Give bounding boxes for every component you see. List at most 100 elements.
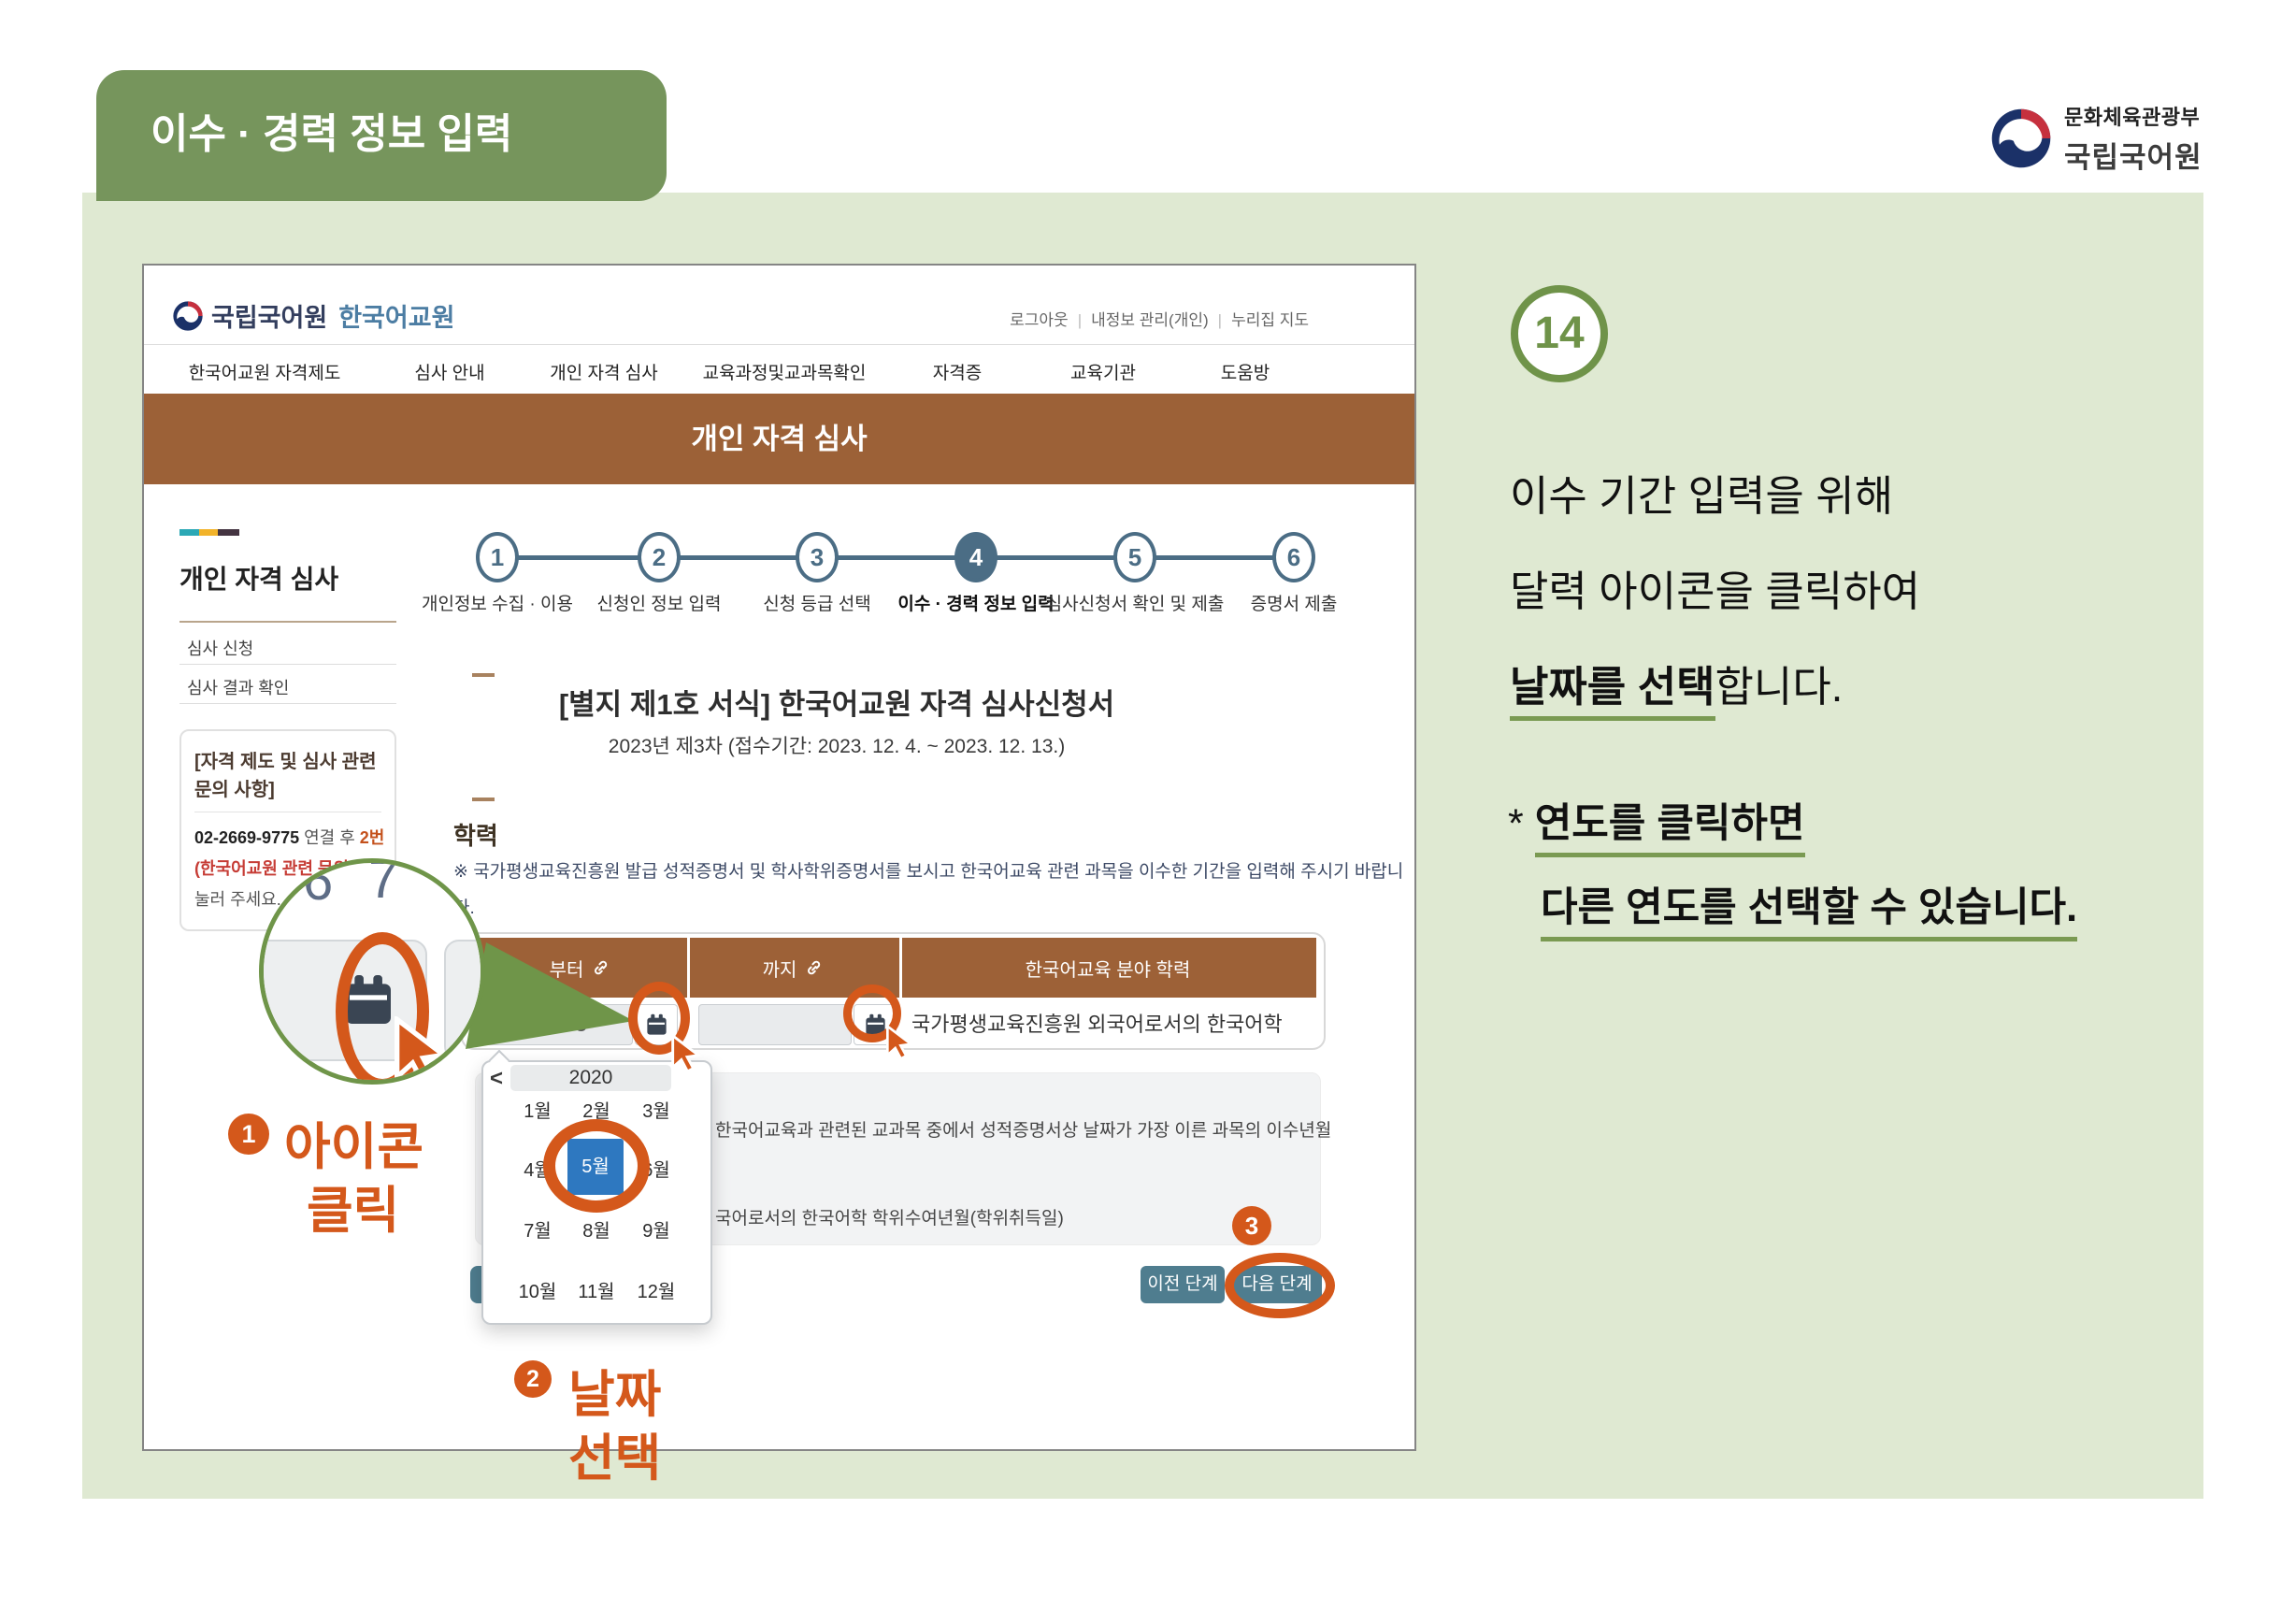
date-to-input[interactable] — [698, 1004, 852, 1045]
divider — [179, 621, 396, 623]
sidebar-item-apply[interactable]: 심사 신청 — [187, 640, 254, 658]
column-divider — [687, 938, 690, 998]
ring-selected-month — [543, 1119, 650, 1213]
magnifier-circle: 6 7 — [259, 858, 485, 1085]
note-line-4: * 연도를 클릭하면 — [1508, 791, 1805, 857]
annotation-2-badge: 2 — [514, 1360, 552, 1398]
step-6: 6 — [1272, 532, 1315, 582]
utility-links: 로그아웃|내정보 관리(개인)|누리집 지도 — [1010, 311, 1309, 329]
step-4-active: 4 — [954, 532, 997, 582]
column-divider — [899, 938, 902, 998]
gov-ministry: 문화체육관광부 — [2064, 106, 2201, 129]
col-header-to: 까지 — [763, 938, 824, 998]
step-1: 1 — [476, 532, 519, 582]
step-5: 5 — [1113, 532, 1156, 582]
gov-logo: 문화체육관광부 국립국어원 — [1989, 101, 2203, 176]
cursor-icon — [671, 1034, 702, 1073]
sidebar-item-result[interactable]: 심사 결과 확인 — [187, 679, 290, 697]
cursor-icon — [886, 1025, 914, 1061]
nav-item-4[interactable]: 교육과정및교과목확인 — [702, 364, 867, 383]
step-2-label: 신청인 정보 입력 — [596, 595, 722, 614]
logout-link[interactable]: 로그아웃 — [1010, 311, 1069, 329]
nav-item-5[interactable]: 자격증 — [932, 364, 983, 383]
nav-item-3[interactable]: 개인 자격 심사 — [550, 364, 658, 383]
annotation-1-text2: 클릭 — [307, 1183, 400, 1239]
decorative-dash — [472, 673, 495, 677]
magnified-input — [444, 940, 481, 1061]
header-divider — [144, 344, 1414, 345]
annotation-2-text: 날짜 — [568, 1367, 662, 1423]
month-mar[interactable]: 3월 — [642, 1101, 670, 1122]
tricolor-bar — [179, 529, 239, 536]
nav-item-2[interactable]: 심사 안내 — [414, 364, 485, 383]
month-sep[interactable]: 9월 — [642, 1221, 670, 1242]
hint-to: 국어로서의 한국어학 학위수여년월(학위취득일) — [715, 1209, 1064, 1229]
month-aug[interactable]: 8월 — [582, 1221, 610, 1242]
page-banner: 개인 자격 심사 — [144, 394, 1414, 484]
magnified-day-7: 7 — [368, 858, 399, 910]
site-logo[interactable]: 국립국어원 한국어교원 — [172, 297, 454, 334]
site-taegeuk-icon — [173, 300, 203, 331]
education-row-text: 국가평생교육진흥원 외국어로서의 한국어학 — [911, 1013, 1283, 1036]
page-title: 이수 · 경력 정보 입력 — [96, 70, 667, 201]
note-line-3: 날짜를 선택합니다. — [1510, 653, 1843, 721]
form-title: [별지 제1호 서식] 한국어교원 자격 심사신청서 — [558, 688, 1115, 721]
site-name: 국립국어원 — [211, 304, 328, 332]
info-tail: 눌러 주세요. — [194, 890, 281, 909]
nav-item-7[interactable]: 도움방 — [1220, 364, 1270, 383]
col-header-from: 부터 — [550, 938, 610, 998]
magnifier-wedge — [466, 942, 634, 1049]
year-selector[interactable]: 2020 — [510, 1065, 671, 1091]
taegeuk-icon — [1991, 108, 2051, 168]
note-line-5: 다른 연도를 선택할 수 있습니다. — [1541, 875, 2078, 941]
step-3: 3 — [796, 532, 839, 582]
step-1-label: 개인정보 수집 · 이용 — [421, 595, 573, 614]
myinfo-link[interactable]: 내정보 관리(개인) — [1091, 311, 1209, 329]
step-4-label: 이수 · 경력 정보 입력 — [897, 595, 1055, 614]
month-oct[interactable]: 10월 — [518, 1282, 557, 1302]
divider — [179, 664, 396, 665]
info-title-2: 문의 사항] — [194, 780, 275, 800]
prev-step-button[interactable]: 이전 단계 — [1141, 1266, 1225, 1303]
col-header-field: 한국어교육 분야 학력 — [1025, 959, 1191, 981]
form-subtitle: 2023년 제3차 (접수기간: 2023. 12. 4. ~ 2023. 12… — [608, 736, 1066, 757]
magnified-cursor-icon — [395, 1016, 451, 1080]
annotation-1-text: 아이콘 — [284, 1119, 424, 1175]
magnified-day-6: 6 — [303, 858, 334, 912]
month-feb[interactable]: 2월 — [582, 1101, 610, 1122]
month-nov[interactable]: 11월 — [578, 1282, 615, 1302]
step-3-label: 신청 등급 선택 — [763, 595, 871, 614]
step-2: 2 — [638, 532, 681, 582]
step-6-label: 증명서 제출 — [1250, 595, 1338, 614]
gov-institute: 국립국어원 — [2064, 141, 2203, 174]
nav-item-1[interactable]: 한국어교원 자격제도 — [188, 364, 341, 383]
hint-from: 한국어교육과 관련된 교과목 중에서 성적증명서상 날짜가 가장 이른 과목의 … — [715, 1121, 1332, 1141]
sitemap-link[interactable]: 누리집 지도 — [1231, 311, 1309, 329]
section-title: 학력 — [453, 822, 498, 850]
ring-calendar-to — [843, 984, 901, 1042]
divider — [179, 703, 396, 704]
month-jan[interactable]: 1월 — [524, 1101, 552, 1122]
prev-year-chevron[interactable]: < — [490, 1066, 504, 1091]
annotation-1-badge: 1 — [228, 1114, 269, 1155]
note-line-1: 이수 기간 입력을 위해 — [1510, 472, 1894, 520]
steps-line — [497, 555, 1295, 560]
info-phone: 02-2669-9775 연결 후 2번 — [194, 828, 385, 847]
decorative-dash — [472, 798, 495, 801]
form-note-line1: ※ 국가평생교육진흥원 발급 성적증명서 및 학사학위증명서를 보시고 한국어교… — [453, 862, 1404, 882]
annotation-2-text2: 선택 — [568, 1430, 662, 1487]
info-title-1: [자격 제도 및 심사 관련 — [194, 752, 377, 772]
ring-calendar-from — [628, 982, 690, 1055]
step-number-badge: 14 — [1511, 285, 1608, 382]
sidebar-title: 개인 자격 심사 — [179, 565, 339, 594]
month-jul[interactable]: 7월 — [524, 1221, 552, 1242]
nav-item-6[interactable]: 교육기관 — [1070, 364, 1136, 383]
annotation-3-badge: 3 — [1232, 1206, 1271, 1245]
ring-next-button — [1225, 1253, 1335, 1318]
site-subname: 한국어교원 — [338, 304, 455, 332]
table-header — [472, 938, 1316, 998]
link-icon — [594, 960, 607, 975]
month-dec[interactable]: 12월 — [637, 1282, 676, 1302]
step-5-label: 심사신청서 확인 및 제출 — [1045, 595, 1225, 614]
